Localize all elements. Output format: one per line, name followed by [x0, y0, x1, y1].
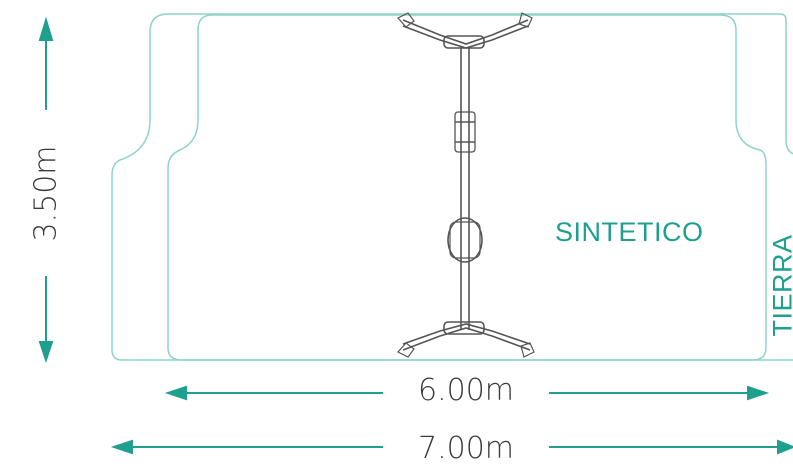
- height-label: 3.50m: [28, 144, 64, 242]
- outer-width-label: 7.00m: [383, 426, 549, 470]
- outer-width-dimension-arrow: [110, 439, 793, 455]
- height-label-box: 3.50m: [8, 110, 84, 276]
- height-dimension-arrow: [38, 16, 54, 364]
- outer-surface-outline: [111, 13, 793, 361]
- outer-surface-label: TIERRA: [767, 234, 793, 337]
- inner-width-label: 6.00m: [383, 368, 549, 412]
- inner-surface-label: SINTETICO: [555, 217, 704, 247]
- inner-width-dimension-arrow: [164, 385, 770, 401]
- swing-equipment: [397, 12, 535, 358]
- inner-surface-outline: [167, 14, 767, 361]
